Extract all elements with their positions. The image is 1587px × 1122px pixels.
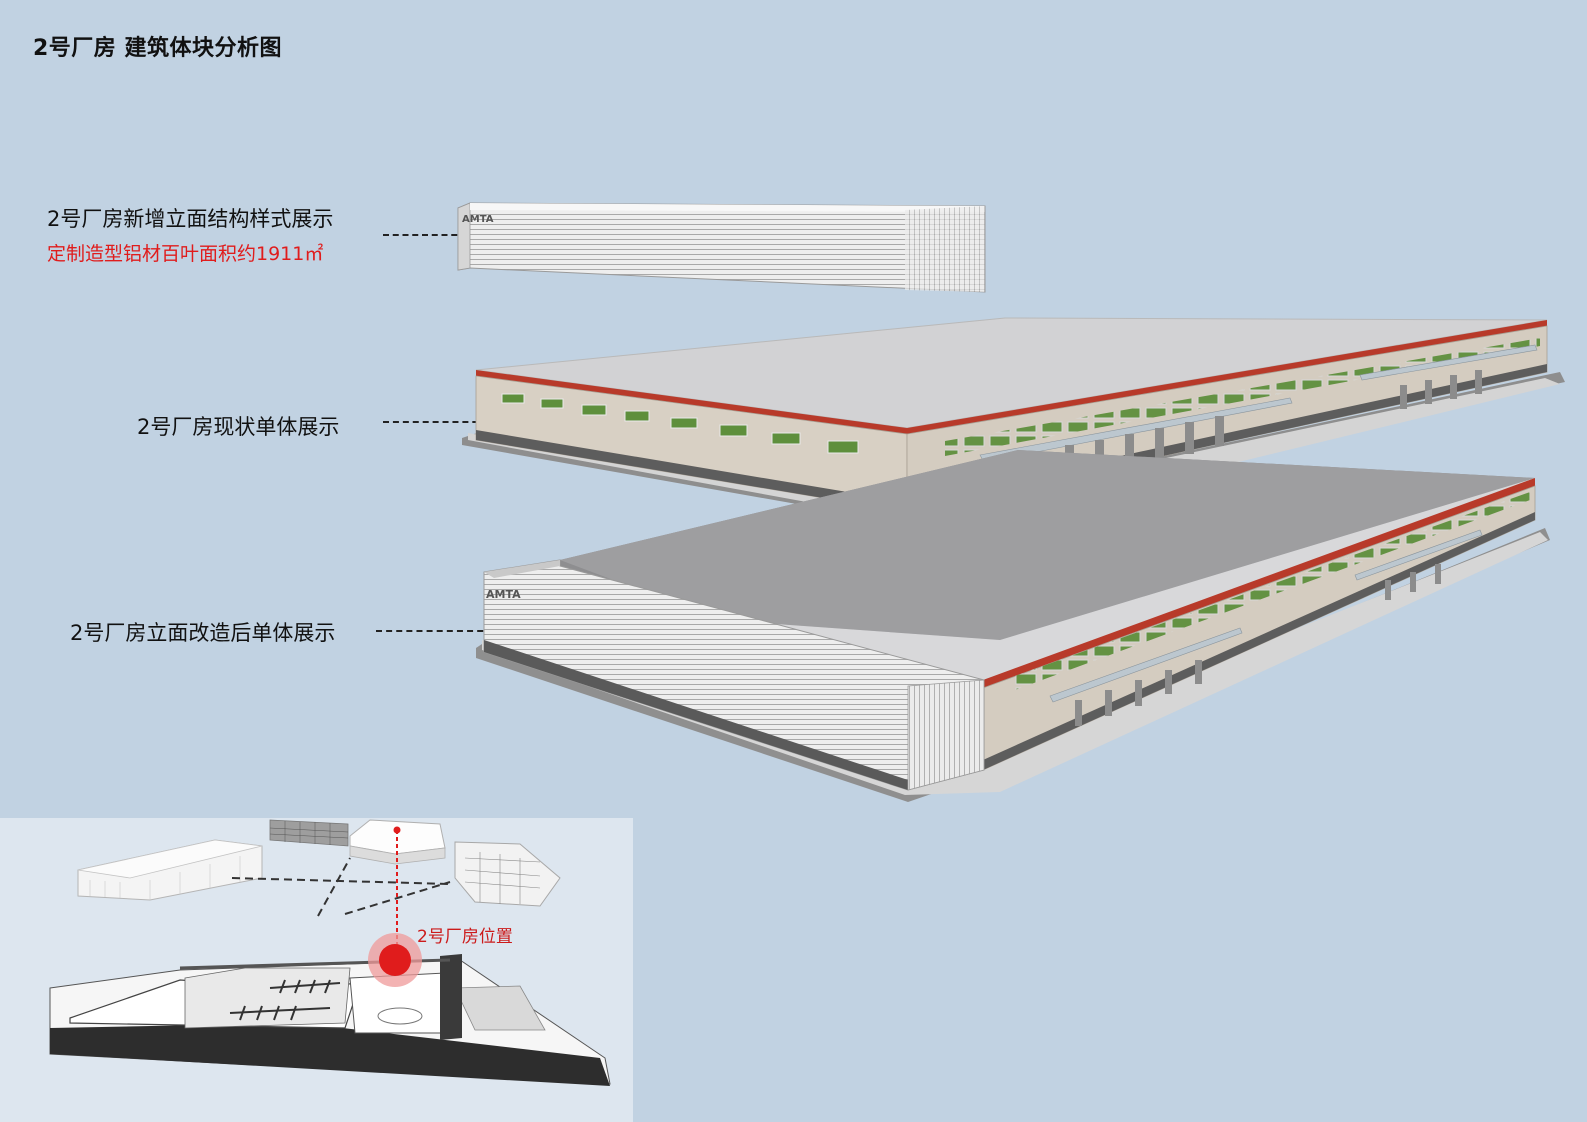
exploded-building-office: [269, 819, 349, 847]
leader-line-current: [383, 421, 518, 423]
renovated-building: AMTA: [476, 450, 1550, 802]
facade-logo-renovated: AMTA: [486, 588, 521, 601]
facade-structure-label: 2号厂房新增立面结构样式展示: [47, 207, 334, 231]
after-renovation-label: 2号厂房立面改造后单体展示: [70, 621, 336, 645]
exploded-building-right: [454, 841, 561, 907]
facade-area-label: 定制造型铝材百叶面积约1911㎡: [47, 243, 324, 265]
site-plan: [49, 954, 611, 1086]
page-title: 2号厂房 建筑体块分析图: [33, 36, 282, 61]
leader-line-after: [376, 630, 554, 632]
leader-line-facade: [383, 234, 506, 236]
exploded-building-left: [77, 839, 263, 901]
location-label: 2号厂房位置: [417, 927, 513, 947]
louver-facade-panel: AMTA: [457, 202, 986, 293]
location-top-dot: [393, 826, 401, 834]
facade-logo: AMTA: [462, 214, 494, 225]
location-marker: [379, 944, 411, 976]
inset-connectors: [231, 857, 451, 917]
location-inset-map: [49, 819, 611, 1086]
current-state-label: 2号厂房现状单体展示: [137, 415, 340, 439]
